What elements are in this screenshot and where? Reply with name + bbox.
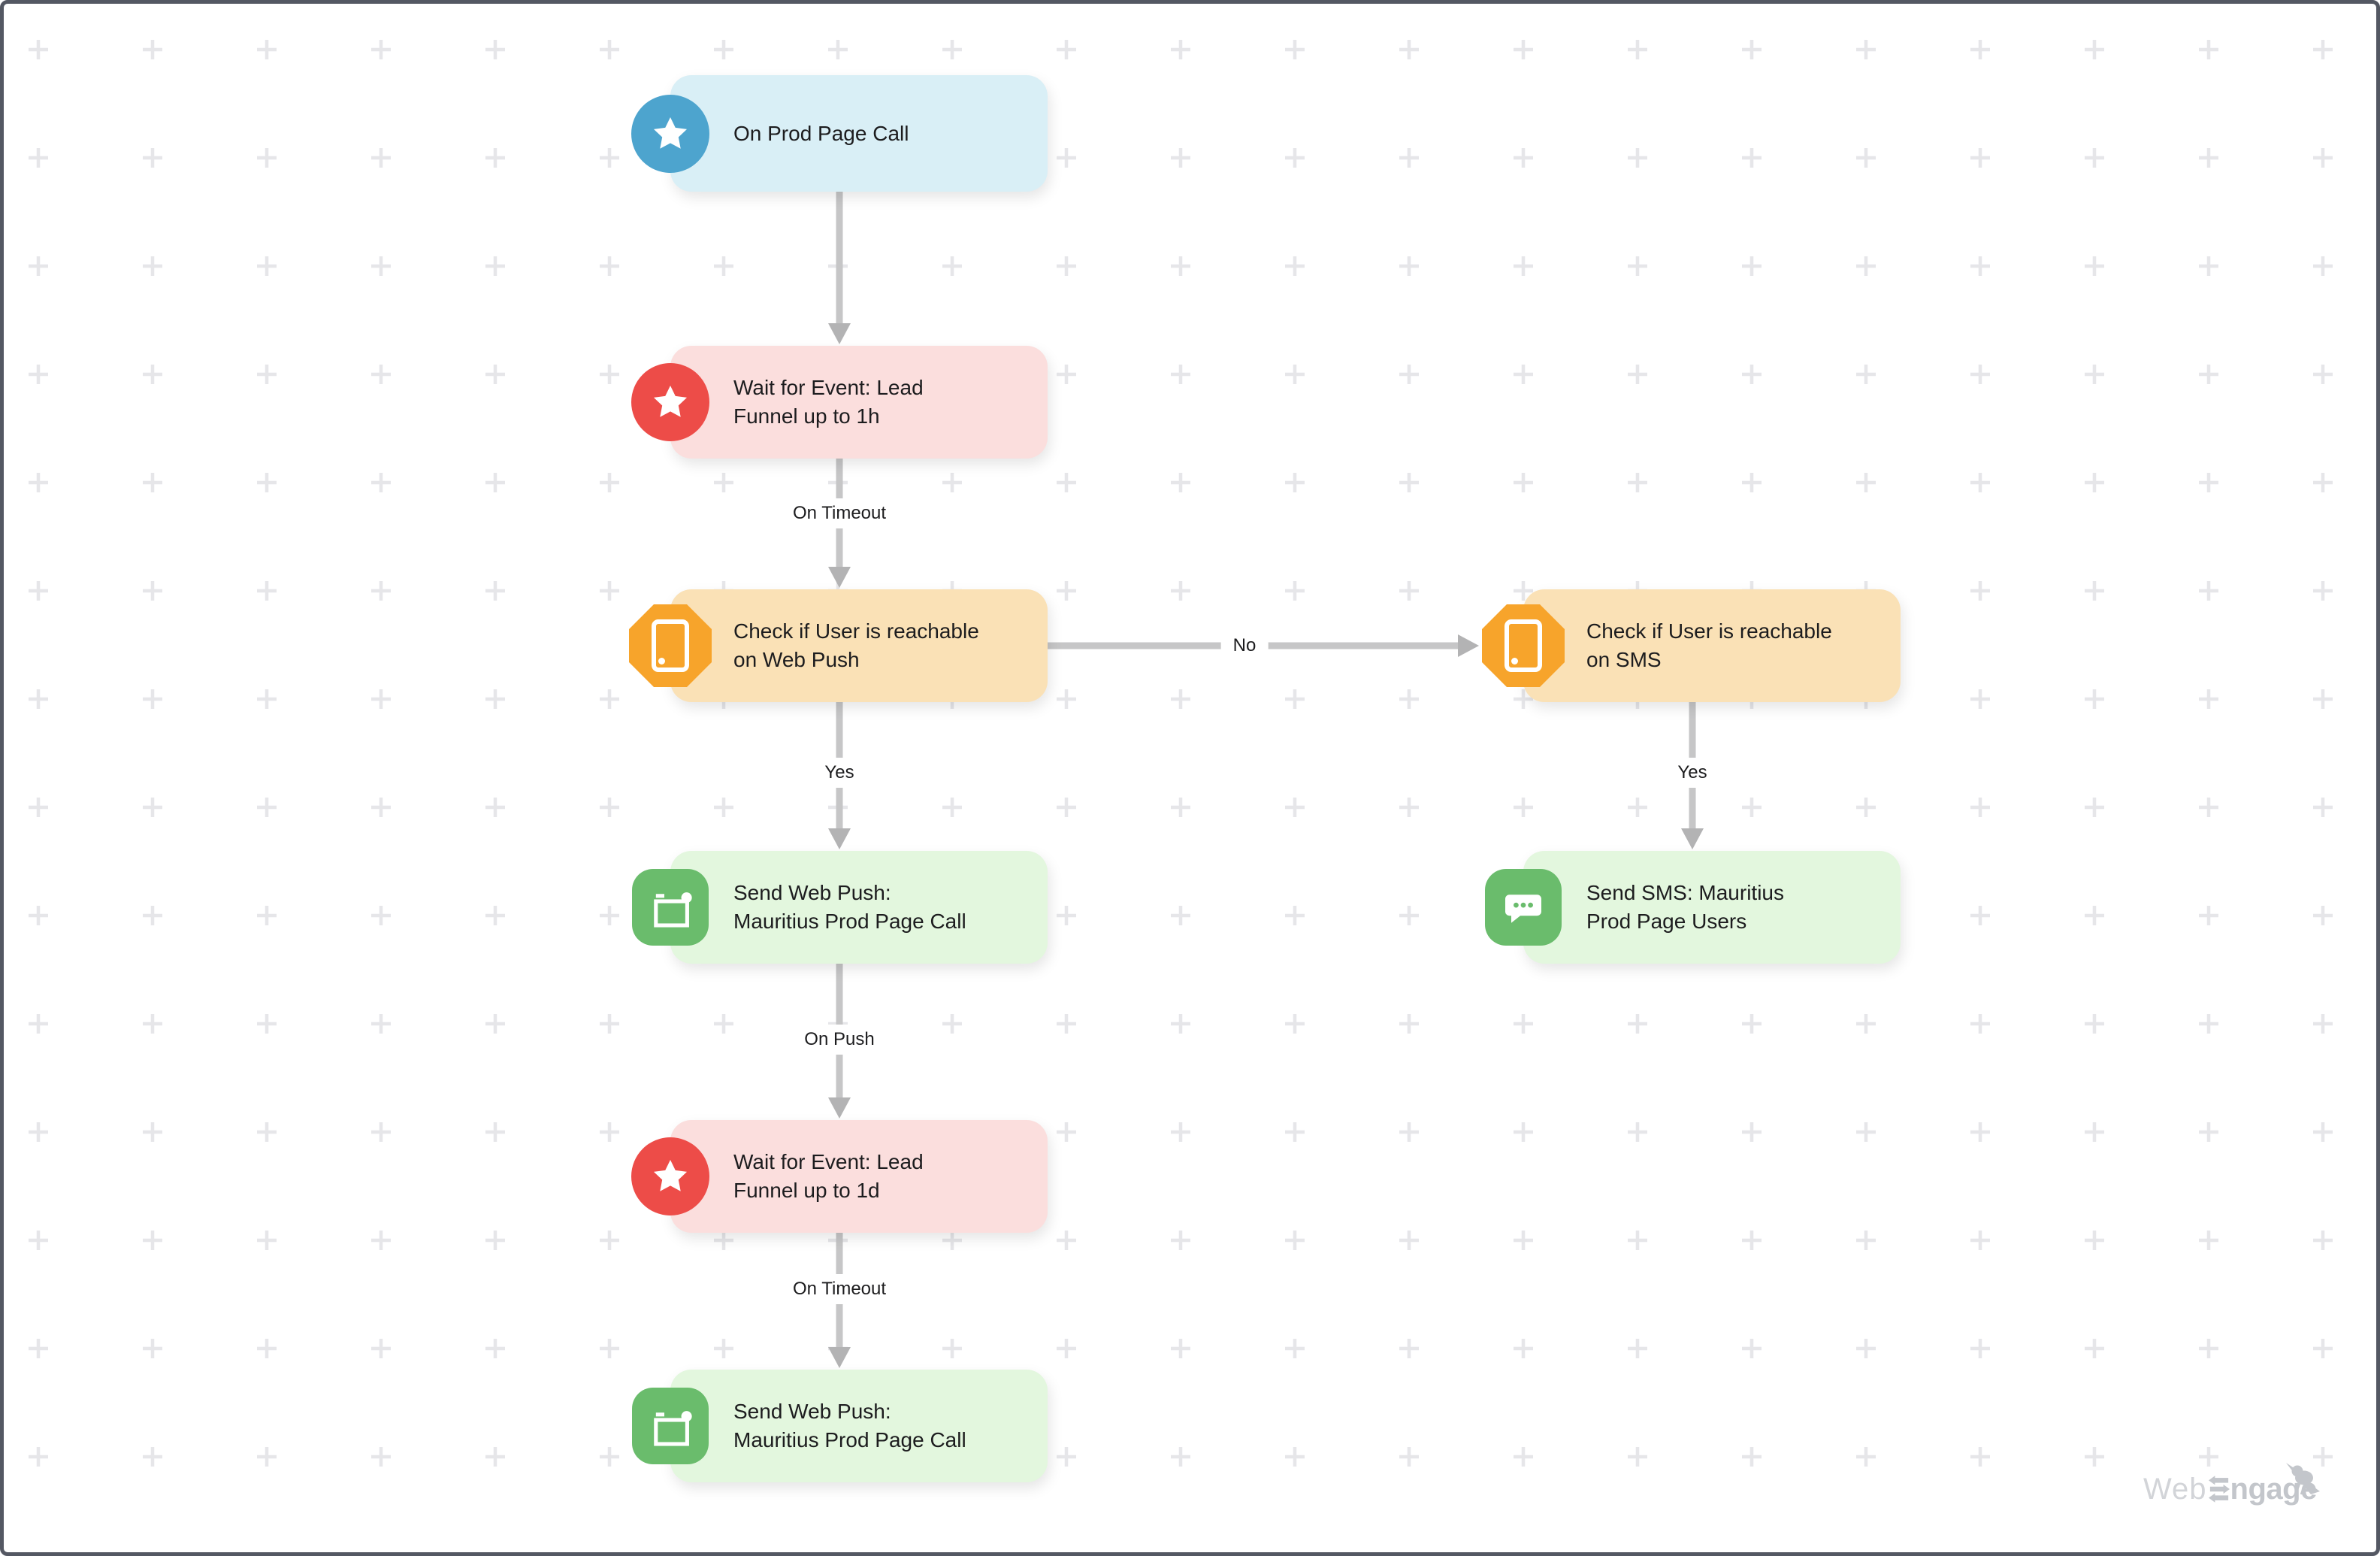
node-label: On Prod Page Call xyxy=(733,121,909,145)
node-check-web-push[interactable]: Check if User is reachable on Web Push xyxy=(629,589,1048,702)
node-wait-lead-funnel-1d[interactable]: Wait for Event: Lead Funnel up to 1d xyxy=(631,1120,1048,1233)
arrowhead-icon xyxy=(828,323,851,344)
edge-label-on-timeout: On Timeout xyxy=(780,1274,899,1304)
arrowhead-icon xyxy=(1458,634,1479,657)
node-label: Wait for Event: Lead Funnel up to 1d xyxy=(733,1150,924,1202)
arrowhead-icon xyxy=(828,567,851,588)
web-push-icon xyxy=(632,869,709,946)
edge-label-yes: Yes xyxy=(1665,758,1719,788)
arrowhead-icon xyxy=(828,828,851,849)
node-send-web-push-2[interactable]: Send Web Push: Mauritius Prod Page Call xyxy=(632,1370,1048,1482)
node-label: Send Web Push: Mauritius Prod Page Call xyxy=(733,881,966,933)
node-check-sms[interactable]: Check if User is reachable on SMS xyxy=(1482,589,1901,702)
star-icon xyxy=(631,94,709,173)
webengage-logo: Web ngage xyxy=(2143,1463,2320,1506)
edge-label-yes: Yes xyxy=(812,758,866,788)
node-label: Check if User is reachable on SMS xyxy=(1586,619,1832,671)
edge-line xyxy=(836,192,843,325)
sms-icon xyxy=(1485,869,1562,946)
node-label: Check if User is reachable on Web Push xyxy=(733,619,979,671)
arrowhead-icon xyxy=(1681,828,1704,849)
node-on-prod-page-call[interactable]: On Prod Page Call xyxy=(631,75,1048,192)
bird-icon xyxy=(2286,1463,2320,1495)
logo-text-web: Web xyxy=(2143,1473,2207,1506)
mobile-icon xyxy=(1482,604,1565,687)
node-send-sms[interactable]: Send SMS: Mauritius Prod Page Users xyxy=(1485,851,1901,964)
arrowhead-icon xyxy=(828,1097,851,1119)
node-send-web-push-1[interactable]: Send Web Push: Mauritius Prod Page Call xyxy=(632,851,1048,964)
node-label: Wait for Event: Lead Funnel up to 1h xyxy=(733,376,924,428)
edge-label-no: No xyxy=(1220,631,1269,661)
star-icon xyxy=(631,363,709,441)
edge-label-on-timeout: On Timeout xyxy=(780,498,899,528)
engage-e-arrows-icon xyxy=(2208,1476,2230,1503)
mobile-icon xyxy=(629,604,712,687)
star-icon xyxy=(631,1137,709,1215)
node-label: Send Web Push: Mauritius Prod Page Call xyxy=(733,1400,966,1452)
node-wait-lead-funnel-1h[interactable]: Wait for Event: Lead Funnel up to 1h xyxy=(631,346,1048,459)
edge-label-on-push: On Push xyxy=(792,1025,887,1055)
node-label: Send SMS: Mauritius Prod Page Users xyxy=(1586,881,1784,933)
web-push-icon xyxy=(632,1388,709,1464)
arrowhead-icon xyxy=(828,1347,851,1368)
